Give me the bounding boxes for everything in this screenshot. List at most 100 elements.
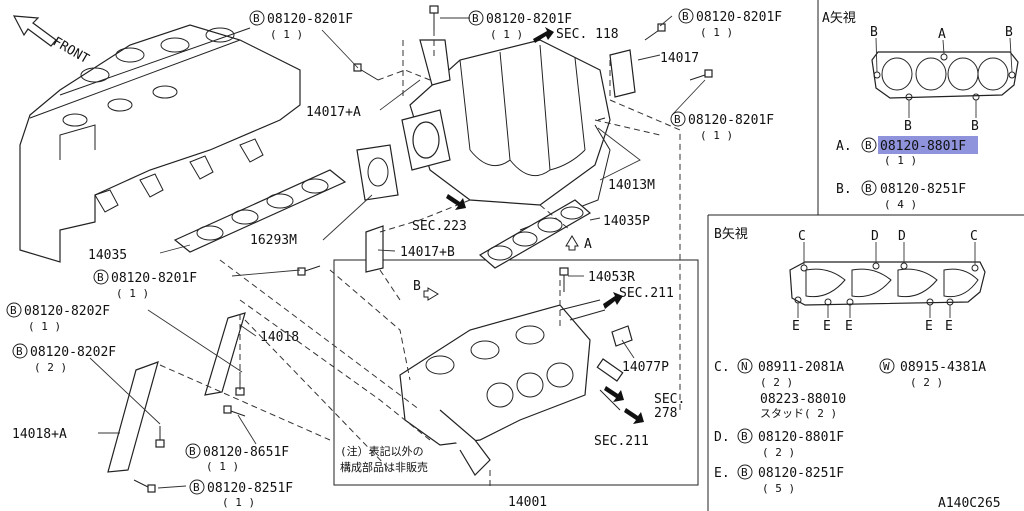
callout-labels: B 08120-8201F ( 1 ) B 08120-8201F ( 1 ) …: [6, 8, 782, 509]
lower-intake-manifold: [399, 299, 633, 476]
view-b-point-label: E: [792, 319, 800, 334]
bolt-icon: [353, 63, 379, 81]
view-a-flange: [871, 51, 1019, 99]
callout-code: 08120-8201F: [111, 271, 197, 286]
sec118-arrow-icon: [533, 27, 554, 43]
sec-reference: SEC.211: [619, 286, 674, 301]
callout-code: 08120-8251F: [207, 481, 293, 496]
bolt-icon: [429, 5, 439, 30]
view-b-point-label: D: [871, 229, 879, 244]
note: (注）表記以外の 構成部品は非販売: [340, 444, 428, 474]
part-number: 14018: [260, 330, 299, 345]
callout-qty: ( 1 ): [490, 28, 523, 41]
view-a-legend-code: 08120-8801F: [880, 139, 966, 154]
view-b-point-label: E: [823, 319, 831, 334]
bolt-prefix: B: [16, 345, 23, 358]
sec278-arrow-icon: [604, 386, 624, 402]
panel-frames: [333, 0, 1024, 511]
part-number: 14001: [508, 495, 547, 510]
bolt-prefix: B: [97, 271, 104, 284]
view-b-legend-key: E.: [714, 466, 730, 481]
part-number: 14035: [88, 248, 127, 263]
sec-arrow-icons: [423, 27, 644, 424]
view-b-arrow-icon: [423, 287, 439, 301]
circle-prefix: N: [741, 360, 748, 373]
bolt-icon: [644, 23, 666, 41]
callout-qty: ( 1 ): [116, 287, 149, 300]
view-a-legend-code: 08120-8251F: [880, 182, 966, 197]
front-arrow-icon: FRONT: [12, 15, 92, 67]
view-b-point-label: C: [798, 229, 806, 244]
view-a-legend-key: A.: [836, 139, 852, 154]
view-b-point-label: D: [898, 229, 906, 244]
view-a-point-label: B: [870, 25, 878, 40]
view-a-title: A矢視: [822, 11, 856, 26]
sec223-arrow-icon: [446, 194, 466, 210]
callout-qty: ( 1 ): [270, 28, 303, 41]
callout-code: 08120-8201F: [267, 12, 353, 27]
bracket-14017b: [365, 225, 384, 273]
bolt-prefix: B: [674, 113, 681, 126]
leader-lines: [89, 15, 706, 489]
view-b-legend-code: 08120-8801F: [758, 430, 844, 445]
view-b-legend-code: 08120-8251F: [758, 466, 844, 481]
view-b-point-label: E: [945, 319, 953, 334]
callout-qty: ( 2 ): [34, 361, 67, 374]
view-a-point-label: B: [1005, 25, 1013, 40]
callout-code: 08120-8201F: [696, 10, 782, 25]
bolt-prefix: B: [741, 466, 748, 479]
sec-reference: 278: [654, 406, 677, 421]
bracket-14018: [204, 312, 246, 396]
sec-reference: SEC.211: [594, 434, 649, 449]
view-a-point-label: B: [971, 119, 979, 134]
view-a-legend-qty: ( 1 ): [884, 154, 917, 167]
circle-prefix: W: [883, 360, 890, 373]
sec-reference: SEC.223: [412, 219, 467, 234]
note-line-1: (注）表記以外の: [340, 444, 424, 458]
callout-code: 08120-8202F: [30, 345, 116, 360]
view-b-point-label: E: [845, 319, 853, 334]
bolt-icon: [297, 265, 321, 276]
intake-assembly-box: [333, 259, 699, 486]
part-number: 14017+A: [306, 105, 361, 120]
upper-intake-manifold: [356, 39, 636, 231]
sec-reference: SEC.: [654, 392, 685, 407]
view-b-legend-key: D.: [714, 430, 730, 445]
view-a-arrow-icon: [565, 235, 579, 251]
view-b-legend-code: 08911-2081A: [758, 360, 844, 375]
gasket-14035p: [478, 199, 592, 269]
callout-code: 08120-8201F: [486, 12, 572, 27]
bolt-prefix: B: [10, 304, 17, 317]
callout-code: 08120-8201F: [688, 113, 774, 128]
view-b-legend-stud: スタッド( 2 ): [760, 407, 837, 420]
view-b-point-label: E: [925, 319, 933, 334]
callout-qty: ( 1 ): [222, 496, 255, 509]
highlight-box: [878, 136, 978, 154]
view-b-panel: B矢視 C D D C E E E E E C. N 08911-2081A W…: [714, 227, 986, 495]
bolt-prefix: B: [741, 430, 748, 443]
bolt-icon: [689, 69, 713, 81]
view-b-legend-qty: ( 2 ): [762, 446, 795, 459]
bolt-prefix: B: [193, 481, 200, 494]
bolt-prefix: B: [682, 10, 689, 23]
part-number: 14035P: [603, 214, 650, 229]
bolt-icon: [133, 479, 156, 493]
view-a-panel: A矢視 B A B B B A. B 08120-8801F ( 1 ) B. …: [822, 11, 1019, 211]
callout-code: 08120-8202F: [24, 304, 110, 319]
part-number: 14013M: [608, 178, 655, 193]
bolt-prefix: B: [865, 139, 872, 152]
callout-qty: ( 1 ): [28, 320, 61, 333]
front-label: FRONT: [50, 34, 92, 67]
part-number: 14053R: [588, 270, 635, 285]
view-a-legend-qty: ( 4 ): [884, 198, 917, 211]
part-number-labels: 14017 14017+A 14017+B 14013M 14035P 1403…: [12, 51, 699, 510]
view-b-legend-code: 08223-88010: [760, 392, 846, 407]
view-b-arrow-label: B: [413, 279, 421, 294]
bolt-icon: [223, 405, 246, 417]
view-a-point-label: A: [938, 27, 946, 42]
sec211b-arrow-icon: [624, 408, 644, 424]
bolt-icon: [155, 426, 165, 448]
view-b-legend-qty: ( 5 ): [762, 482, 795, 495]
gasket-14035: [173, 169, 347, 253]
